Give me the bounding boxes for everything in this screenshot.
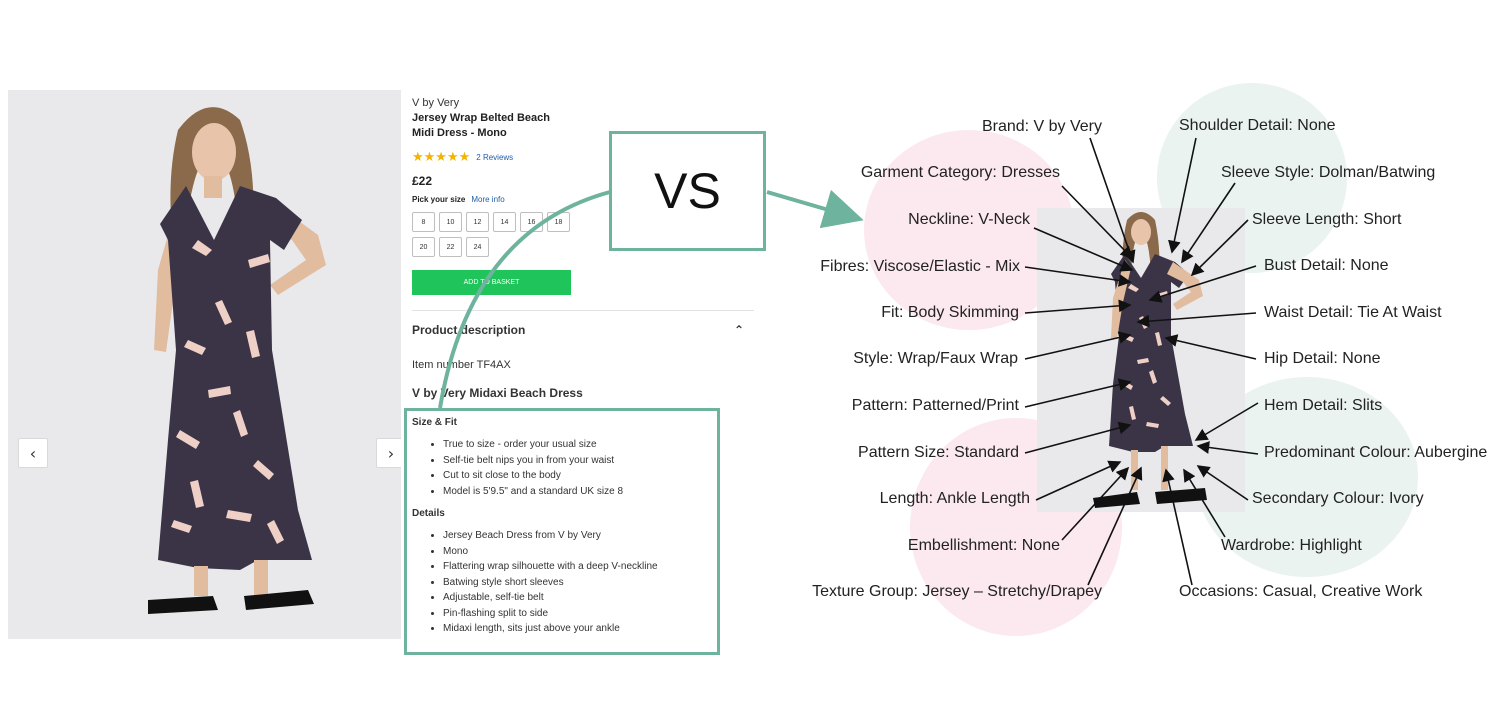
product-description-heading: Product description	[412, 323, 526, 337]
list-item: Model is 5'9.5" and a standard UK size 8	[443, 484, 717, 500]
list-item: Pin-flashing split to side	[443, 606, 717, 622]
size-fit-list: True to size - order your usual size Sel…	[443, 437, 717, 499]
description-highlight-box: Size & Fit True to size - order your usu…	[404, 408, 720, 655]
product-description-toggle[interactable]: Product description ⌃	[412, 323, 744, 337]
list-item: Adjustable, self-tie belt	[443, 590, 717, 606]
reviews-link[interactable]: 2 Reviews	[476, 153, 514, 162]
star-rating-icon: ★★★★★	[412, 150, 471, 165]
chevron-right-icon: ›	[387, 443, 395, 463]
pick-size-label: Pick your size	[412, 195, 466, 204]
list-item: Self-tie belt nips you in from your wais…	[443, 453, 717, 469]
size-options: 8 10 12 14 16 18 20 22 24	[412, 212, 612, 257]
attribute-label: Neckline: V-Neck	[908, 211, 1030, 228]
attribute-label: Embellishment: None	[907, 537, 1060, 554]
attribute-label: Bust Detail: None	[1264, 257, 1389, 274]
details-list: Jersey Beach Dress from V by Very Mono F…	[443, 528, 717, 637]
attribute-label: Brand: V by Very	[981, 118, 1102, 135]
item-number: Item number TF4AX	[412, 359, 511, 371]
attribute-label: Texture Group: Jersey – Stretchy/Drapey	[812, 583, 1102, 600]
size-option[interactable]: 24	[466, 237, 489, 257]
product-photo: ‹ ›	[8, 90, 401, 639]
attribute-label: Sleeve Length: Short	[1252, 211, 1402, 228]
attribute-label: Length: Ankle Length	[879, 490, 1030, 507]
size-option[interactable]: 20	[412, 237, 435, 257]
attribute-label: Secondary Colour: Ivory	[1252, 490, 1424, 507]
price: £22	[412, 174, 433, 188]
attribute-model-photo	[1037, 208, 1245, 512]
size-option[interactable]: 22	[439, 237, 462, 257]
list-item: Midaxi length, sits just above your ankl…	[443, 621, 717, 637]
attribute-label: Hem Detail: Slits	[1264, 397, 1383, 414]
divider	[412, 310, 754, 311]
attribute-label: Hip Detail: None	[1264, 350, 1381, 367]
size-option[interactable]: 12	[466, 212, 489, 232]
attribute-label: Pattern Size: Standard	[858, 444, 1019, 461]
vs-label: VS	[654, 163, 721, 219]
chevron-up-icon: ⌃	[733, 323, 744, 337]
brand-name: V by Very	[412, 97, 460, 109]
vs-arrow	[766, 189, 864, 229]
size-fit-heading: Size & Fit	[412, 417, 458, 428]
next-image-button[interactable]: ›	[376, 438, 401, 468]
description-subtitle: V by Very Midaxi Beach Dress	[412, 386, 583, 400]
attribute-label: Predominant Colour: Aubergine	[1264, 444, 1488, 461]
attribute-label: Pattern: Patterned/Print	[851, 397, 1019, 414]
list-item: Jersey Beach Dress from V by Very	[443, 528, 717, 544]
attribute-label: Fit: Body Skimming	[881, 304, 1019, 321]
list-item: Batwing style short sleeves	[443, 575, 717, 591]
list-item: Cut to sit close to the body	[443, 468, 717, 484]
more-info-link[interactable]: More info	[471, 195, 505, 204]
list-item: True to size - order your usual size	[443, 437, 717, 453]
attribute-label: Garment Category: Dresses	[860, 164, 1060, 181]
attribute-label: Sleeve Style: Dolman/Batwing	[1221, 164, 1436, 181]
size-option[interactable]: 14	[493, 212, 516, 232]
list-item: Mono	[443, 544, 717, 560]
attribute-label: Waist Detail: Tie At Waist	[1264, 304, 1442, 321]
attribute-label: Fibres: Viscose/Elastic - Mix	[820, 258, 1020, 275]
list-item: Flattering wrap silhouette with a deep V…	[443, 559, 717, 575]
attribute-label: Wardrobe: Highlight	[1221, 537, 1362, 554]
product-title: Jersey Wrap Belted Beach Midi Dress - Mo…	[412, 112, 550, 139]
size-picker-header: Pick your size More info	[412, 195, 754, 204]
rating-row: ★★★★★ 2 Reviews	[412, 150, 754, 165]
vs-box: VS	[609, 131, 766, 251]
details-heading: Details	[412, 508, 445, 519]
size-option[interactable]: 8	[412, 212, 435, 232]
previous-image-button[interactable]: ‹	[18, 438, 48, 468]
attribute-label: Style: Wrap/Faux Wrap	[853, 350, 1018, 367]
chevron-left-icon: ‹	[29, 443, 37, 463]
model-illustration	[148, 107, 326, 614]
curved-connector	[438, 190, 611, 409]
attribute-label: Occasions: Casual, Creative Work	[1179, 583, 1423, 600]
size-option[interactable]: 10	[439, 212, 462, 232]
attribute-label: Shoulder Detail: None	[1179, 117, 1336, 134]
